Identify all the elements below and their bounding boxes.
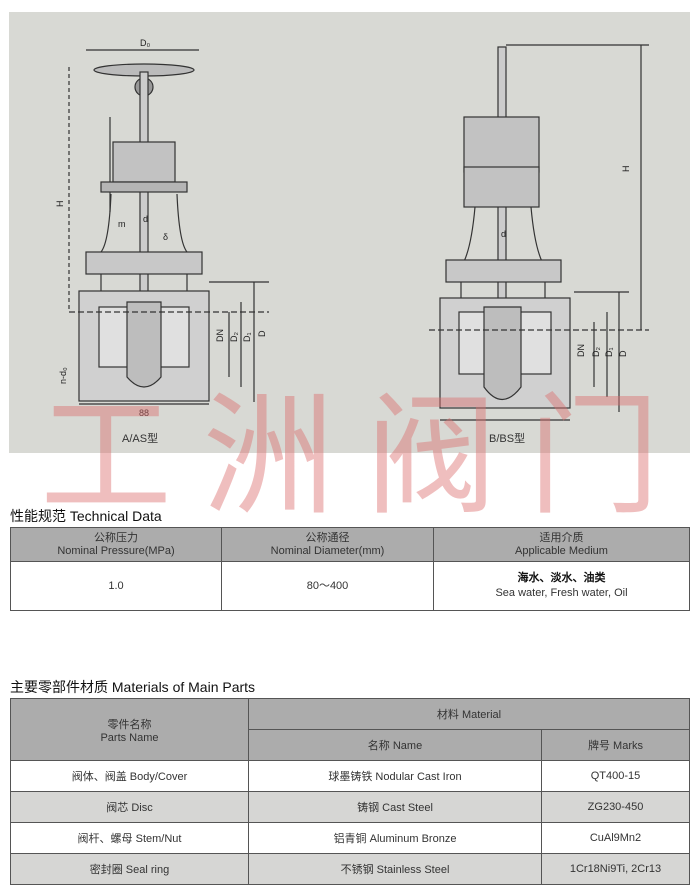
label-length: 88 (139, 408, 149, 418)
table-row: 阀杆、螺母 Stem/Nut 铝青铜 Aluminum Bronze CuAl9… (10, 822, 690, 854)
valve-type-a-drawing (68, 49, 269, 405)
technical-data-title: 性能规范 Technical Data (10, 508, 162, 524)
caption-type-a: A/AS型 (122, 433, 159, 445)
cell-marks: QT400-15 (541, 760, 690, 792)
label-d0: D₀ (140, 38, 150, 48)
cell-material-name: 球墨铸铁 Nodular Cast Iron (248, 760, 542, 792)
valve-drawings: D₀ H d m δ n-d₀ H d 88 DN D₂ D₁ D DN D₂ … (55, 38, 649, 421)
label-d2: D₂ (591, 347, 601, 357)
valve-type-b-drawing (429, 44, 649, 421)
cell-material-name: 铸钢 Cast Steel (248, 791, 542, 823)
label-d-outer: D (618, 350, 628, 357)
valve-drawing-panel: D₀ H d m δ n-d₀ H d 88 DN D₂ D₁ D DN D₂ … (9, 12, 690, 453)
label-delta: δ (163, 232, 168, 242)
cell-marks: 1Cr18Ni9Ti, 2Cr13 (541, 853, 690, 885)
table-row: 阀体、阀盖 Body/Cover 球墨铸铁 Nodular Cast Iron … (10, 760, 690, 792)
label-n-d0: n-d₀ (58, 367, 68, 384)
label-h: H (621, 166, 631, 173)
table-row: 阀芯 Disc 铸钢 Cast Steel ZG230-450 (10, 791, 690, 823)
cell-part: 阀芯 Disc (10, 791, 249, 823)
label-dn: DN (576, 344, 586, 357)
caption-type-b: B/BS型 (489, 433, 526, 445)
label-d-outer: D (257, 330, 267, 337)
cell-pressure: 1.0 (10, 561, 222, 611)
label-d2: D₂ (229, 332, 239, 342)
table-header-row: 名称 Name 牌号 Marks (11, 729, 690, 761)
table-row: 密封圈 Seal ring 不锈钢 Stainless Steel 1Cr18N… (10, 853, 690, 885)
cell-diameter: 80～400 (221, 561, 434, 611)
cell-part: 阀体、阀盖 Body/Cover (10, 760, 249, 792)
header-name: 名称 Name (248, 729, 542, 761)
label-d1: D₁ (604, 347, 614, 357)
label-dn: DN (215, 329, 225, 342)
materials-title: 主要零部件材质 Materials of Main Parts (10, 679, 256, 695)
label-d: d (501, 229, 506, 239)
label-d: d (143, 214, 148, 224)
cell-marks: ZG230-450 (541, 791, 690, 823)
cell-part: 阀杆、螺母 Stem/Nut (10, 822, 249, 854)
cell-material-name: 不锈钢 Stainless Steel (248, 853, 542, 885)
label-d1: D₁ (242, 332, 252, 342)
label-m: m (118, 219, 126, 229)
label-h: H (55, 201, 65, 208)
dimension-labels: D₀ H d m δ n-d₀ H d 88 DN D₂ D₁ D DN D₂ … (55, 38, 631, 418)
header-marks: 牌号 Marks (541, 729, 690, 761)
header-material: 材料 Material (248, 698, 690, 730)
cell-marks: CuAl9Mn2 (541, 822, 690, 854)
cell-part: 密封圈 Seal ring (10, 853, 249, 885)
cell-material-name: 铝青铜 Aluminum Bronze (248, 822, 542, 854)
